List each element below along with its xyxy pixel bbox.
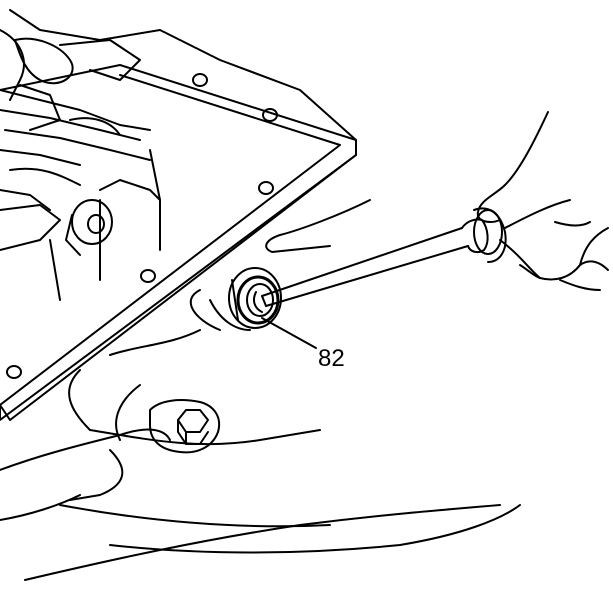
flange-bolt-hole [258, 181, 274, 195]
callout-82: 82 [261, 317, 345, 372]
callout-leader-line [261, 317, 317, 349]
hand [476, 111, 609, 291]
case-hex-bolt [149, 399, 220, 454]
seal-bore [209, 267, 282, 331]
flange-bolt-hole [140, 269, 156, 283]
flange-bolt-hole [192, 73, 208, 87]
flange-bolt-hole [262, 108, 278, 122]
callout-label: 82 [318, 345, 345, 372]
screwdriver [253, 207, 507, 313]
transmission-case [0, 199, 521, 581]
valve-body [0, 9, 357, 301]
valve-body-bolt [65, 199, 113, 256]
pan-gasket-flange [0, 64, 357, 421]
manual-shaft-seal [236, 275, 280, 325]
flange-bolt-hole [6, 365, 22, 379]
